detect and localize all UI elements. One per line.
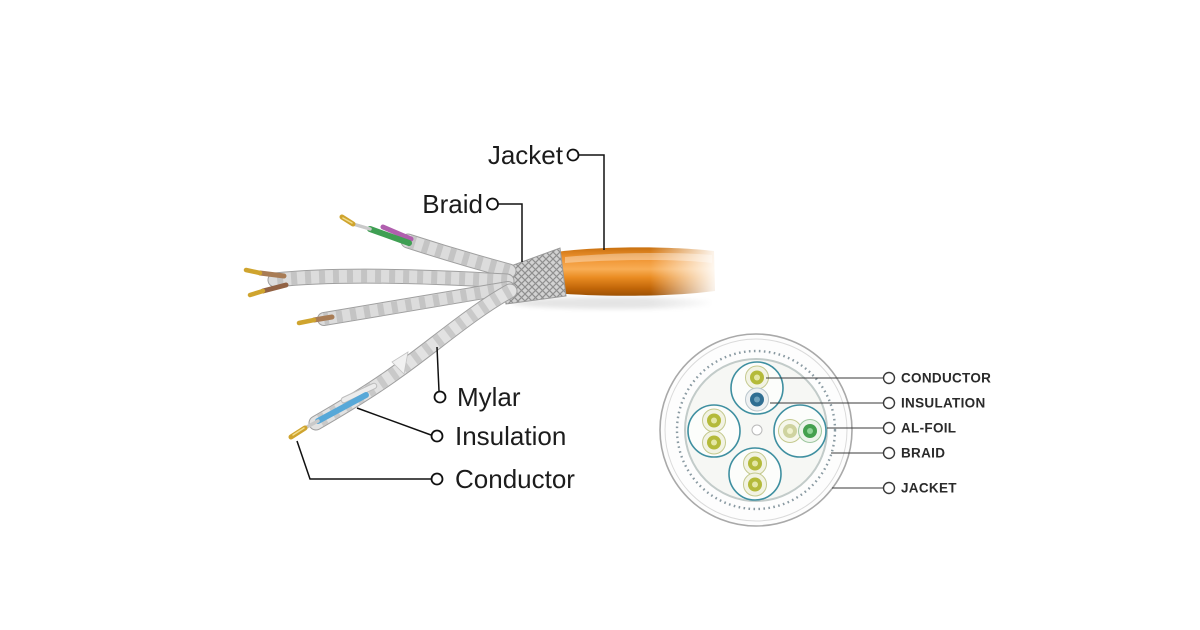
- cs-label-alfoil: AL-FOIL: [901, 421, 956, 436]
- gold-tip-highlight: [342, 217, 353, 224]
- mylar-leader-line: [436, 346, 440, 392]
- cs-braid-marker: [882, 446, 896, 460]
- twisted-pair-top: [339, 214, 517, 279]
- label-mylar: Mylar: [457, 382, 521, 412]
- gold-tip-highlight: [292, 427, 305, 436]
- cross-section-callouts: CONDUCTOR INSULATION AL-FOIL BRAID JACKE…: [766, 371, 991, 496]
- cs-alfoil-marker: [882, 421, 896, 435]
- cs-label-conductor: CONDUCTOR: [901, 371, 991, 386]
- wire-green: [367, 226, 412, 246]
- insulation-marker-circle: [430, 429, 444, 443]
- mylar-marker-circle: [433, 390, 447, 404]
- conductor-center: [711, 439, 717, 446]
- twisted-pair-left: [243, 267, 515, 298]
- bare-twist: [351, 222, 372, 231]
- pair-twist-bands: [323, 282, 510, 325]
- conductor-leader-line: [296, 440, 431, 480]
- cs-pair-bottom: [728, 447, 782, 501]
- wire-brown: [311, 314, 335, 323]
- braid-marker-circle: [486, 197, 499, 211]
- cross-section-braid-ring: [675, 349, 837, 511]
- conductor-center: [754, 396, 760, 403]
- insulation-leader-line: [356, 407, 432, 436]
- cs-conductor-marker: [882, 371, 896, 385]
- label-jacket: Jacket: [488, 140, 564, 170]
- label-braid: Braid: [422, 189, 483, 219]
- jacket-leader-line: [578, 154, 605, 250]
- cable-illustration: [243, 214, 740, 440]
- cross-section-illustration: [659, 333, 853, 527]
- wire-blue: [315, 392, 369, 424]
- gold-conductor-tip-2: [247, 288, 266, 298]
- cs-label-insulation: INSULATION: [901, 396, 986, 411]
- cs-pair-right: [773, 404, 827, 458]
- conductor-center: [711, 417, 717, 424]
- label-insulation: Insulation: [455, 421, 566, 451]
- cs-pair-top: [730, 361, 784, 415]
- conductor-center: [752, 481, 758, 488]
- cs-insulation-marker: [882, 396, 896, 410]
- wire-purple: [380, 224, 414, 242]
- cs-label-jacket: JACKET: [901, 481, 957, 496]
- cable-callouts: Jacket Braid Mylar Insulation Conductor: [296, 140, 605, 494]
- cross-section-jacket-inner-ring: [664, 338, 848, 522]
- jacket-fade: [650, 235, 740, 315]
- pair-twist-bands: [274, 269, 508, 288]
- mylar-foil-flare: [391, 351, 409, 375]
- conductor-center: [807, 428, 813, 434]
- twisted-pair-mid: [296, 281, 515, 326]
- braid-leader-line: [498, 203, 523, 262]
- cs-pair-left: [687, 404, 741, 458]
- conductor-center: [754, 374, 760, 381]
- label-conductor: Conductor: [455, 464, 575, 494]
- jacket-marker-circle: [566, 148, 580, 162]
- twisted-pair-bottom: [288, 283, 518, 440]
- wire-white: [341, 383, 377, 403]
- wire-brown-2: [260, 282, 289, 294]
- cs-jacket-marker: [882, 481, 896, 495]
- conductor-center: [787, 428, 793, 434]
- conductor-marker-circle: [430, 472, 444, 486]
- pair-body: [401, 234, 516, 278]
- wire-brown-1: [257, 270, 287, 279]
- gold-conductor-tip-1: [243, 267, 263, 276]
- cs-center-filler: [751, 424, 763, 436]
- conductor-center: [752, 460, 758, 467]
- cs-label-braid: BRAID: [901, 446, 945, 461]
- gold-conductor-tip: [296, 317, 317, 326]
